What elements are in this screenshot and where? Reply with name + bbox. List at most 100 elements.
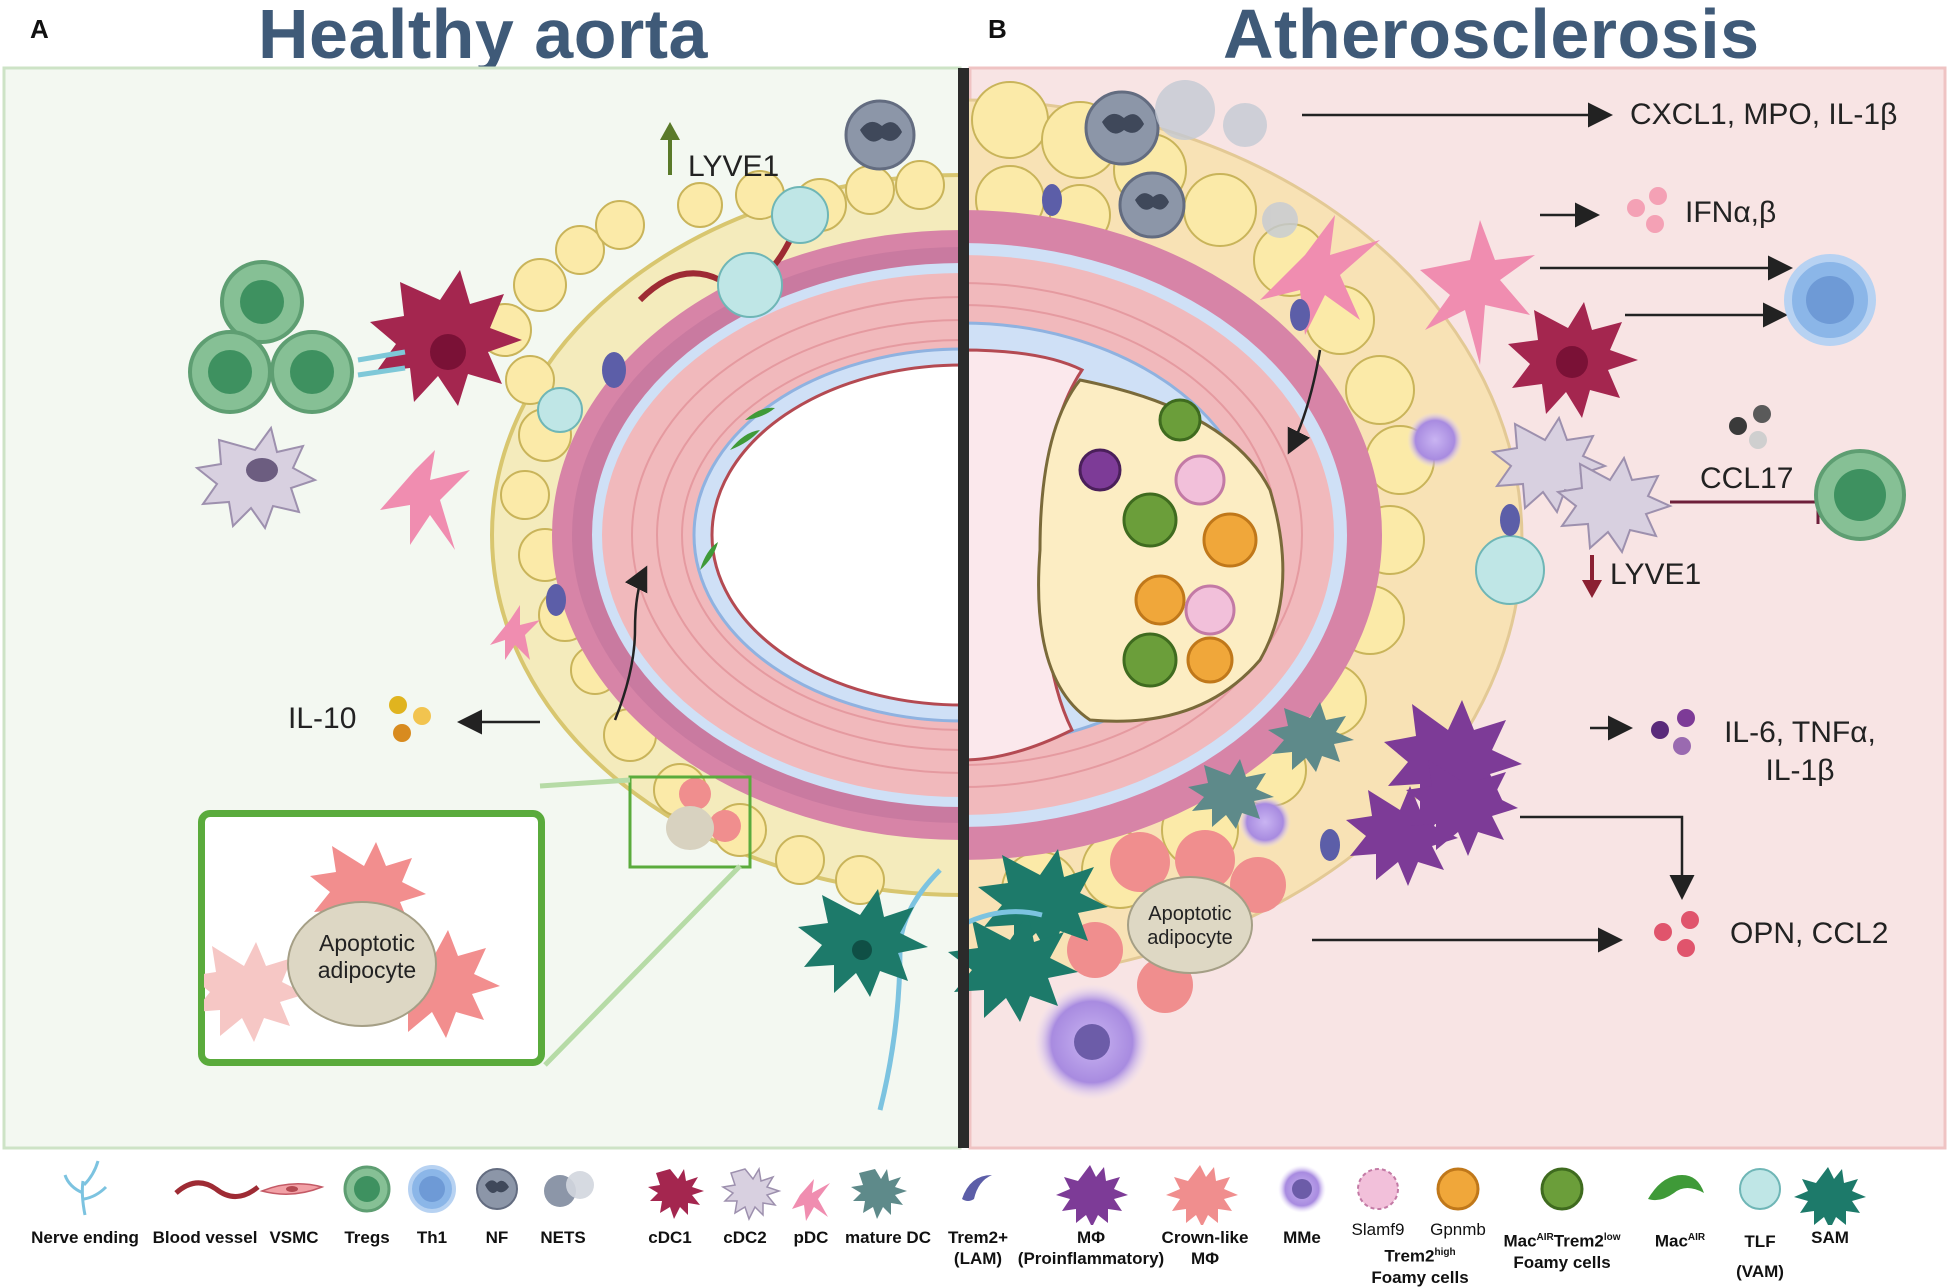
il6-label-line-2: IL-1β: [1765, 754, 1835, 787]
legend-macair-trem2-line-2: Foamy cells: [1513, 1252, 1611, 1272]
opn-label: OPN, CCL2: [1730, 917, 1889, 950]
pdc-left-2: [490, 605, 540, 660]
legend-macair-sup: AIR: [1687, 1232, 1706, 1243]
legend-tlf-line-2: (VAM): [1736, 1262, 1784, 1281]
inset-label: Apoptotic adipocyte: [292, 930, 442, 984]
th1-right: [1784, 254, 1876, 346]
legend-macair-trem2-a: Mac: [1503, 1231, 1537, 1251]
panel-letter-a: A: [30, 14, 49, 44]
apoptotic-right-line-1: Apoptotic: [1148, 903, 1232, 925]
crown-like-mphi-small: [679, 778, 741, 842]
panel-divider: [958, 68, 969, 1148]
legend-label-blood-vessel: Blood vessel: [152, 1228, 258, 1247]
il6-label-line-1: IL-6, TNFα,: [1724, 716, 1876, 749]
legend-label-nerve: Nerve ending: [31, 1228, 139, 1247]
legend-label-nf: NF: [485, 1228, 509, 1247]
legend-crown-line-1: Crown-like: [1161, 1228, 1249, 1247]
legend-icons: [63, 1160, 1866, 1225]
legend-trem2high-sup: high: [1434, 1247, 1456, 1258]
legend-macair-text: Mac: [1654, 1231, 1688, 1251]
legend-macair-trem2-icon: [1540, 1167, 1584, 1211]
legend-trem2-line-2: (LAM): [953, 1249, 1003, 1268]
cxcl1-label: CXCL1, MPO, IL-1β: [1630, 98, 1898, 131]
legend-label-macair-trem2: MacAIRTrem2low Foamy cells: [1496, 1227, 1628, 1273]
inset-label-line-1: Apoptotic: [319, 930, 415, 956]
legend-tregs-icon: [343, 1165, 391, 1213]
legend: Nerve ending Blood vessel VSMC Tregs Th1…: [0, 1155, 1949, 1287]
nets-right: [1155, 80, 1298, 238]
lyve1-down-label: LYVE1: [1610, 558, 1702, 591]
inset-label-line-2: adipocyte: [317, 957, 417, 983]
legend-macair-trem2-sup1: AIR: [1536, 1232, 1554, 1243]
il10-label: IL-10: [288, 702, 357, 735]
treg-right: [1814, 449, 1906, 541]
nerve-ending-right: [960, 909, 1043, 928]
legend-macair-trem2-line-1: MacAIRTrem2low: [1496, 1227, 1628, 1252]
apoptotic-right-line-2: adipocyte: [1147, 927, 1233, 949]
legend-label-trem2high: Trem2high Foamy cells: [1350, 1242, 1490, 1288]
legend-label-mme: MMe: [1283, 1228, 1321, 1247]
legend-mature-dc-icon: [851, 1169, 907, 1219]
panel-letter-b: B: [988, 14, 1007, 44]
apoptotic-right-label: Apoptotic adipocyte: [1120, 902, 1260, 950]
sam-left: [798, 889, 928, 997]
panel-title-atherosclerosis: Atherosclerosis: [1223, 0, 1760, 73]
legend-macair-trem2-sup2: low: [1603, 1232, 1621, 1243]
ifn-particles: [1627, 187, 1667, 233]
lumen-left: [710, 363, 962, 707]
pdc-right: [1260, 215, 1535, 365]
plaque-foam-cells: [1078, 398, 1258, 688]
legend-label-tlf: TLF (VAM): [1725, 1227, 1795, 1287]
legend-mphi-line-2: (Proinflammatory): [1017, 1249, 1165, 1268]
legend-trem2-icon: [962, 1175, 992, 1201]
nf-left: [844, 99, 916, 171]
apoptotic-adipocyte-right: [1127, 876, 1253, 974]
ifn-label: IFNα,β: [1685, 196, 1777, 229]
legend-mphi-line-1: MΦ: [1076, 1228, 1106, 1247]
legend-crown-line-2: MΦ: [1190, 1249, 1220, 1268]
nf-right: [1084, 90, 1186, 239]
legend-macair-icon: [1648, 1175, 1704, 1201]
legend-label-slamf9: Slamf9: [1351, 1220, 1405, 1239]
legend-macair-trem2-b: Trem2: [1553, 1231, 1604, 1251]
legend-label-crown: Crown-like MΦ: [1160, 1227, 1250, 1269]
legend-nerve-icon: [63, 1160, 108, 1216]
legend-label-mature-dc: mature DC: [845, 1228, 931, 1247]
legend-label-macair: MacAIR: [1640, 1227, 1720, 1252]
legend-tlf-icon: [1739, 1168, 1781, 1210]
apoptotic-inset-art: [204, 842, 500, 1042]
legend-pdc-icon: [792, 1179, 830, 1221]
il6-particles: [1651, 709, 1695, 755]
legend-mphi-icon: [1056, 1165, 1128, 1225]
legend-cdc2-icon: [720, 1166, 782, 1221]
trem2-lam-right: [1042, 184, 1520, 861]
legend-blood-vessel-icon: [174, 1180, 260, 1199]
mature-dc-right: [1188, 702, 1354, 829]
legend-trem2high-text: Trem2: [1384, 1246, 1435, 1266]
il10-particles: [389, 696, 431, 742]
legend-gpnmb-icon: [1436, 1167, 1480, 1211]
legend-label-gpnmb: Gpnmb: [1430, 1220, 1486, 1239]
legend-label-tregs: Tregs: [344, 1228, 390, 1247]
legend-trem2-line-1: Trem2+: [947, 1228, 1008, 1247]
opn-particles: [1654, 911, 1699, 957]
cdc2-right: [1490, 415, 1673, 555]
cdc1-left: [357, 270, 522, 406]
apoptotic-adipocyte-small: [666, 806, 714, 850]
ccl17-particles: [1729, 405, 1771, 449]
legend-nf-icon: [476, 1168, 518, 1210]
cdc2-left: [194, 425, 318, 531]
tlf-left: [537, 186, 1545, 605]
legend-label-trem2: Trem2+ (LAM): [940, 1227, 1016, 1269]
legend-label-cdc1: cDC1: [648, 1228, 692, 1247]
legend-label-cdc2: cDC2: [723, 1228, 767, 1247]
cdc1-right: [1508, 302, 1638, 418]
sam-right: [948, 849, 1108, 1022]
ccl17-label: CCL17: [1700, 462, 1794, 495]
legend-crown-icon: [1166, 1165, 1238, 1225]
legend-label-sam: SAM: [1811, 1228, 1849, 1247]
trem2-lam-left: [546, 352, 626, 616]
legend-slamf9-icon: [1357, 1168, 1399, 1210]
zoom-box: [628, 775, 752, 869]
legend-mme-icon: [1278, 1165, 1326, 1213]
